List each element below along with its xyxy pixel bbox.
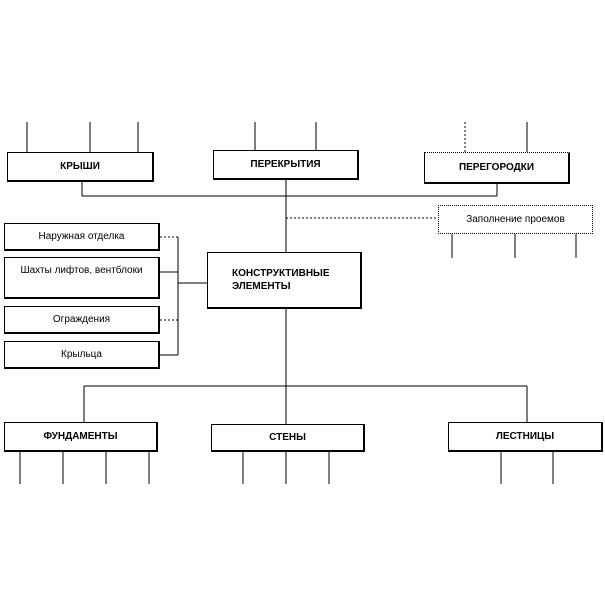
box-elevator-shafts-label: Шахты лифтов, вентблоки [20, 265, 143, 276]
box-elevator-shafts: Шахты лифтов, вентблоки [4, 257, 160, 299]
box-roofs-label: КРЫШИ [60, 161, 100, 172]
box-roofs: КРЫШИ [7, 152, 154, 182]
box-walls: СТЕНЫ [211, 424, 365, 452]
box-fences: Ограждения [4, 306, 160, 334]
box-opening-fill: Заполнение проемов [438, 205, 593, 234]
box-exterior-finish-label: Наружная отделка [38, 231, 125, 242]
box-floors: ПЕРЕКРЫТИЯ [213, 150, 359, 180]
box-walls-label: СТЕНЫ [269, 432, 306, 443]
box-stairs: ЛЕСТНИЦЫ [448, 422, 603, 452]
box-stairs-label: ЛЕСТНИЦЫ [495, 431, 555, 442]
box-opening-fill-label: Заполнение проемов [466, 214, 565, 225]
box-structural-elements-label: КОНСТРУКТИВНЫЕ ЭЛЕМЕНТЫ [232, 268, 330, 292]
box-floors-label: ПЕРЕКРЫТИЯ [250, 159, 321, 170]
box-exterior-finish: Наружная отделка [4, 223, 160, 251]
box-fences-label: Ограждения [52, 314, 111, 325]
box-foundations-label: ФУНДАМЕНТЫ [43, 431, 118, 442]
box-porches-label: Крыльца [61, 349, 102, 360]
box-porches: Крыльца [4, 341, 160, 369]
box-structural-elements: КОНСТРУКТИВНЫЕ ЭЛЕМЕНТЫ [207, 252, 362, 309]
box-partitions-label: ПЕРЕГОРОДКИ [458, 162, 535, 173]
box-foundations: ФУНДАМЕНТЫ [4, 422, 158, 452]
box-partitions: ПЕРЕГОРОДКИ [424, 152, 570, 184]
